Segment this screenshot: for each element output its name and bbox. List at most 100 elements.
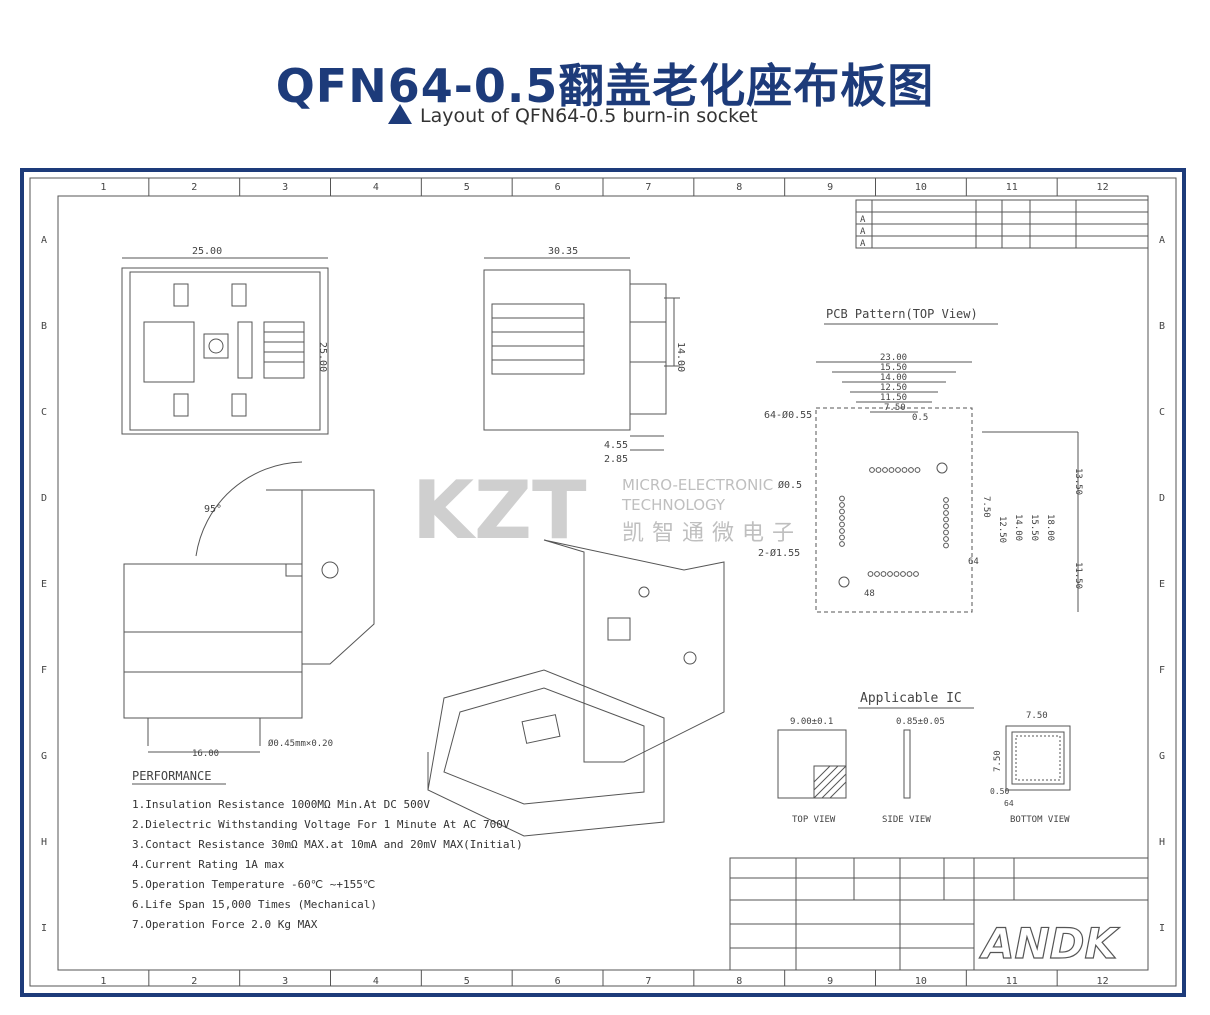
triangle-icon: [388, 104, 412, 124]
zone-number-bottom: 10: [915, 976, 927, 987]
zone-letter-right: A: [1159, 235, 1165, 246]
title-block: [729, 857, 1149, 971]
pcb-pad: [867, 571, 874, 577]
pcb-pad: [839, 515, 845, 521]
ic-pad2-dim: 7.50: [993, 750, 1003, 772]
pcb-pad: [893, 571, 900, 577]
zone-number-bottom: 1: [100, 976, 106, 987]
pcb-width-3: 12.50: [880, 383, 907, 393]
zone-number-bottom: 2: [191, 976, 197, 987]
zone-letter-left: F: [41, 665, 47, 676]
zone-number-top: 2: [191, 182, 197, 193]
zone-letter-right: C: [1159, 407, 1165, 418]
pcb-pad: [908, 467, 914, 473]
side-view-dim-b: 2.85: [604, 454, 628, 465]
pcb-right-dim-5: 18.00: [1045, 514, 1055, 541]
zone-number-top: 12: [1097, 182, 1109, 193]
pcb-pitch: 0.5: [912, 413, 928, 423]
socket-side-view: [483, 257, 680, 451]
watermark-line2: TECHNOLOGY: [621, 496, 726, 514]
performance-item-1: 1.Insulation Resistance 1000MΩ Min.At DC…: [132, 798, 430, 811]
pcb-pad: [901, 467, 908, 473]
zone-letter-right: G: [1159, 751, 1165, 762]
ic-size-dim: 9.00±0.1: [790, 717, 833, 727]
pcb-pad: [943, 542, 949, 549]
zone-letter-left: D: [41, 493, 47, 504]
pcb-guide-holes: 2-Ø1.55: [758, 547, 800, 559]
andk-logo: ANDK: [979, 919, 1121, 968]
pcb-pad: [882, 467, 888, 473]
pcb-width-5: 7.50: [884, 403, 906, 413]
zone-letter-left: I: [41, 923, 47, 934]
zone-letter-right: D: [1159, 493, 1165, 504]
performance-item-6: 6.Life Span 15,000 Times (Mechanical): [132, 898, 377, 911]
pcb-width-4: 11.50: [880, 393, 907, 403]
zone-number-bottom: 6: [555, 976, 561, 987]
watermark-line3: 凯智通微电子: [622, 521, 802, 546]
pcb-pad: [900, 571, 906, 577]
pcb-pad: [839, 534, 845, 541]
rev-label-3: A: [860, 239, 866, 249]
pcb-dim-lines: [816, 361, 1079, 612]
pcb-pad: [839, 508, 845, 515]
pcb-pad: [874, 571, 880, 577]
pcb-pad: [839, 502, 845, 508]
zone-number-top: 11: [1006, 182, 1018, 193]
pcb-pad: [943, 503, 949, 510]
zone-number-top: 6: [555, 182, 561, 193]
zone-number-bottom: 7: [645, 976, 651, 987]
pcb-pad: [880, 571, 887, 577]
socket-isometric-view: [427, 539, 725, 837]
pcb-pad: [906, 571, 913, 577]
pcb-guide-hole-2: [838, 576, 850, 588]
watermark-line1: MICRO-ELECTRONIC: [622, 476, 773, 494]
revision-table: [855, 199, 1149, 249]
zone-letter-right: I: [1159, 923, 1165, 934]
pcb-width-0: 23.00: [880, 353, 907, 363]
ic-pin-label: 64: [1004, 799, 1014, 808]
page-title: QFN64-0.5翻盖老化座布板图: [275, 59, 935, 113]
pcb-pattern-title: PCB Pattern(TOP View): [826, 307, 978, 321]
performance-title: PERFORMANCE: [132, 769, 211, 783]
pcb-pad: [914, 467, 921, 473]
zone-letter-left: A: [41, 235, 47, 246]
pcb-right-dim-1: 7.50: [981, 496, 991, 518]
ic-side-view: [903, 729, 911, 799]
side-view-pin-dim: 14.00: [675, 342, 686, 372]
pcb-guide-hole-1: [936, 462, 948, 474]
pcb-pad: [943, 510, 949, 516]
zone-letter-right: B: [1159, 321, 1165, 332]
zone-number-top: 3: [282, 182, 288, 193]
zone-number-bottom: 5: [464, 976, 470, 987]
zone-letter-left: C: [41, 407, 47, 418]
zone-number-bottom: 12: [1097, 976, 1109, 987]
pcb-right-dim-3: 14.00: [1013, 514, 1023, 541]
performance-item-3: 3.Contact Resistance 30mΩ MAX.at 10mA an…: [132, 838, 523, 851]
pcb-pad: [887, 571, 893, 577]
zone-number-top: 8: [736, 182, 742, 193]
rev-label-2: A: [860, 227, 866, 237]
pcb-pads: [839, 467, 949, 577]
ic-caption-bottom: BOTTOM VIEW: [1010, 815, 1070, 825]
zone-letter-right: E: [1159, 579, 1165, 590]
pcb-pad-label: Ø0.5: [778, 479, 802, 491]
performance-item-4: 4.Current Rating 1A max: [132, 858, 285, 871]
rev-label-1: A: [860, 215, 866, 225]
ic-pitch-dim: 0.50: [990, 787, 1009, 796]
zone-number-bottom: 3: [282, 976, 288, 987]
pcb-right-dim-0: 13.50: [1073, 468, 1083, 495]
socket-open-side-view: [123, 461, 375, 753]
pcb-right-dim-6: 11.50: [1073, 562, 1083, 589]
pcb-pin-64: 64: [968, 557, 979, 567]
performance-item-2: 2.Dielectric Withstanding Voltage For 1 …: [132, 818, 510, 831]
lid-angle-label: 95°: [204, 504, 222, 515]
subtitle-text: Layout of QFN64-0.5 burn-in socket: [420, 105, 758, 127]
top-view-width-dim: 25.00: [192, 246, 222, 257]
side-view-width-dim: 30.35: [548, 246, 578, 257]
pcb-pad: [839, 495, 845, 502]
pcb-width-2: 14.00: [880, 373, 907, 383]
zone-letter-right: H: [1159, 837, 1165, 848]
